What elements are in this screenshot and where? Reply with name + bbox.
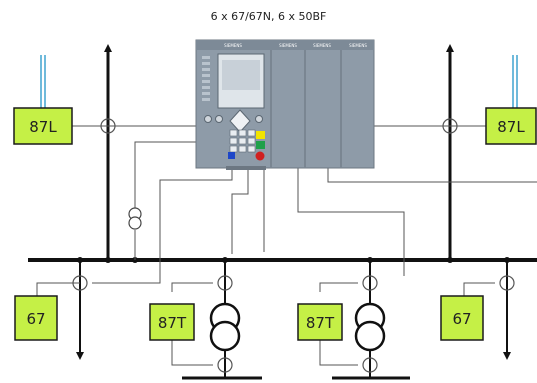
junction-dot <box>367 257 373 263</box>
module-label: SIEMENS <box>313 43 331 48</box>
led-strip <box>202 56 210 101</box>
device-button <box>204 115 212 123</box>
current-transformer-icon <box>72 118 515 373</box>
junction-dot <box>447 257 453 263</box>
relay-label: 67 <box>26 310 45 328</box>
key-yellow <box>256 131 265 139</box>
junction-dot <box>222 257 228 263</box>
diagram-title: 6 x 67/67N, 6 x 50BF <box>210 10 327 23</box>
relay-label: 67 <box>452 310 471 328</box>
key-green <box>256 141 265 149</box>
relay-67-left: 67 <box>14 295 58 341</box>
relay-87l-right: 87L <box>485 107 537 145</box>
junction-dot <box>504 257 510 263</box>
key-blue <box>228 152 235 159</box>
junction-dot <box>77 257 83 263</box>
module-label: SIEMENS <box>279 43 297 48</box>
voltage-transformer-icon <box>128 207 142 230</box>
relay-label: 87L <box>497 118 525 136</box>
power-transformer-icon <box>354 302 386 352</box>
relay-label: 87T <box>158 314 187 332</box>
relay-87t-2: 87T <box>297 303 343 341</box>
device-button <box>255 115 263 123</box>
pilot-wire-right <box>512 55 518 108</box>
relay-label: 87T <box>306 314 335 332</box>
relay-87l-left: 87L <box>13 107 73 145</box>
junction-dot <box>105 257 111 263</box>
relay-67-right: 67 <box>440 295 484 341</box>
device-keypad <box>229 129 256 153</box>
relay-87t-1: 87T <box>149 303 195 341</box>
key-red <box>255 151 265 161</box>
relay-label: 87L <box>29 118 57 136</box>
device-button <box>215 115 223 123</box>
power-transformer-icon <box>209 302 241 352</box>
pilot-wire-left <box>40 55 46 108</box>
secondary-wiring <box>36 125 537 366</box>
module-label: SIEMENS <box>349 43 367 48</box>
device-brand-label: SIEMENS <box>224 43 242 48</box>
protection-device: SIEMENS SIEMENS SIEMENS SIEMENS <box>195 39 375 170</box>
